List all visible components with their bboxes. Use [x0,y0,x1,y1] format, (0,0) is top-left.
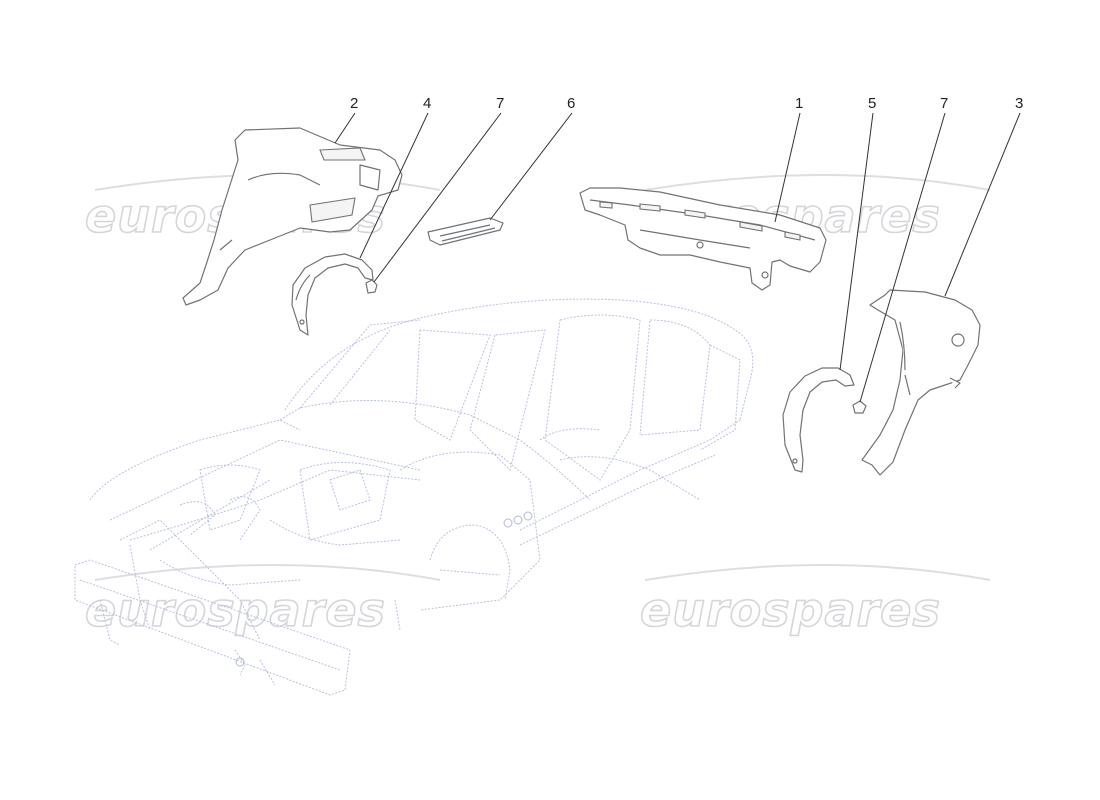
car-body-in-white [74,298,754,696]
part-2-rear-quarter-inner-panel [182,127,403,306]
watermark-bottom-left: eurospares [84,564,441,638]
callout-labels: 2 4 7 6 1 5 7 3 [350,95,1023,112]
part-6-plate [427,217,504,246]
leader-line-1 [774,112,801,223]
leader-lines [334,112,1021,403]
part-7-clip [365,279,378,294]
leader-line-2 [334,112,356,144]
callout-7: 7 [496,95,504,112]
part-3-rear-quarter-outer-panel [861,289,981,476]
leader-line-3 [944,112,1021,297]
leader-line-7-right [859,112,946,403]
part-4-wheel-arch-liner [291,253,374,336]
part-1-rear-panel [579,187,827,291]
part-7-clip-right [852,400,867,414]
watermark-text: eurospares [640,583,941,637]
watermark-bottom-right: eurospares [639,564,991,638]
callout-4: 4 [423,95,431,112]
leader-line-5 [839,112,874,371]
callout-5: 5 [868,95,876,112]
callout-7-right: 7 [940,95,948,112]
leader-line-7 [373,112,502,283]
part-5-wheel-arch-liner [782,367,855,473]
leader-line-4 [359,112,429,259]
callout-3: 3 [1015,95,1023,112]
callout-1: 1 [795,95,803,112]
callout-6: 6 [567,95,575,112]
callout-2: 2 [350,95,358,112]
leader-line-6 [489,112,573,221]
